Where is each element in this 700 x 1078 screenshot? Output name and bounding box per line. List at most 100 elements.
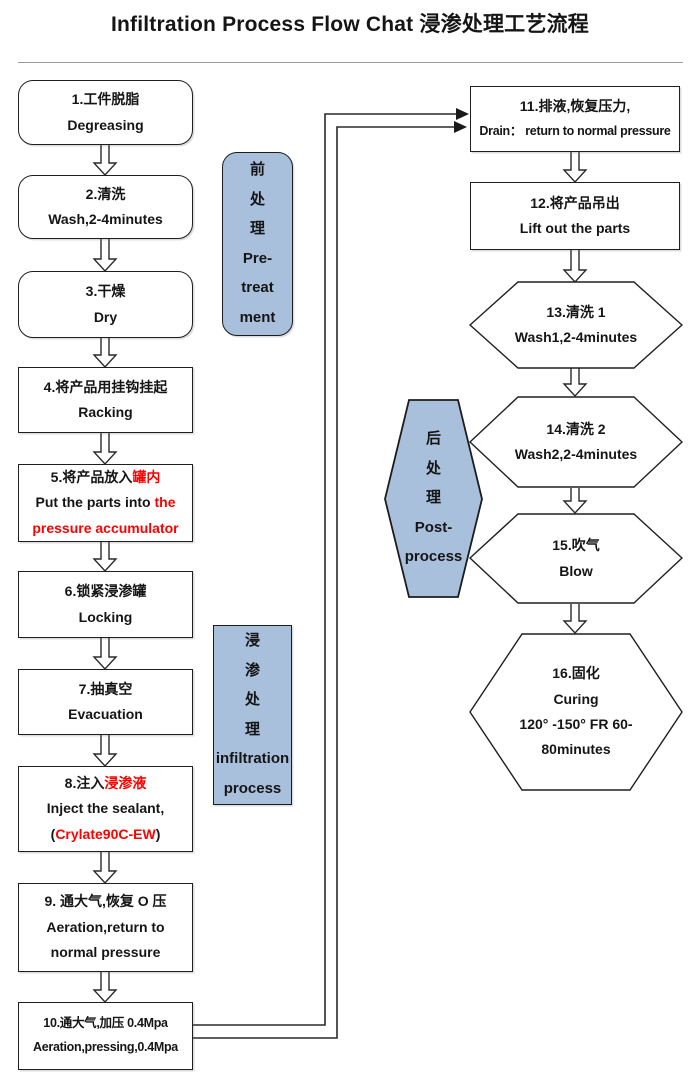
step-15-blow-hexagon: 15.吹气 Blow bbox=[469, 513, 683, 604]
text-segment: Locking bbox=[78, 608, 133, 625]
text-segment-red: pressure accumulator bbox=[32, 519, 179, 536]
title-divider-line bbox=[18, 62, 683, 63]
step-16-curing-hexagon: 16.固化 Curing 120° -150° FR 60- 80minutes bbox=[469, 633, 683, 791]
step-8-inject-box: 8.注入浸渗液 Inject the sealant, (Crylate90C-… bbox=[18, 766, 193, 852]
text-segment: 15.吹气 bbox=[552, 537, 600, 554]
step-text-line: 3.干燥 bbox=[85, 283, 126, 300]
hexagon-shape bbox=[469, 396, 683, 488]
step-text-line: Drain： return to normal pressure bbox=[479, 124, 670, 139]
text-segment: normal pressure bbox=[50, 944, 161, 961]
text-segment: 120° -150° FR 60- bbox=[519, 716, 633, 732]
text-segment: 理 bbox=[244, 720, 260, 738]
step-text-line: 11.排液,恢复压力, bbox=[520, 99, 630, 114]
text-segment: Aeration,pressing,0.4Mpa bbox=[33, 1040, 178, 1054]
step-text-line: 7.抽真空 bbox=[78, 680, 133, 697]
text-segment: Curing bbox=[553, 690, 599, 707]
stage-text-line: process bbox=[405, 549, 463, 566]
step-text-line: 5.将产品放入罐内 bbox=[50, 468, 161, 485]
text-segment: Inject the sealant, bbox=[46, 800, 165, 817]
text-segment: 10.通大气,加压 0.4Mpa bbox=[43, 1016, 168, 1031]
flow-down-arrow bbox=[92, 145, 118, 177]
step-1-degreasing-box: 1.工件脱脂 Degreasing bbox=[18, 80, 193, 145]
step-text-line: 14.清洗 2 bbox=[546, 421, 605, 437]
arrowhead-icon bbox=[456, 108, 469, 120]
hexagon-shape bbox=[469, 513, 683, 604]
step-text-line: 15.吹气 bbox=[552, 537, 600, 554]
step-text-line: 6.锁紧浸渗罐 bbox=[65, 583, 147, 599]
step-text-line: Aeration,pressing,0.4Mpa bbox=[33, 1040, 178, 1055]
step-text-line: 4.将产品用挂钩挂起 bbox=[44, 379, 168, 395]
text-segment: Wash,2-4minutes bbox=[48, 211, 163, 227]
step-text-line: Locking bbox=[78, 608, 133, 625]
text-segment: 5.将产品放入 bbox=[50, 468, 133, 485]
step-2-wash-box: 2.清洗 Wash,2-4minutes bbox=[18, 175, 193, 239]
text-segment: 9. 通大气,恢复 O 压 bbox=[44, 893, 167, 910]
text-segment: Racking bbox=[78, 404, 133, 420]
text-segment: 11.排液,恢复压力, bbox=[519, 98, 631, 115]
text-segment: 7.抽真空 bbox=[78, 680, 133, 697]
text-segment: Blow bbox=[559, 562, 593, 579]
step-9-aeration-box: 9. 通大气,恢复 O 压 Aeration,return to normal … bbox=[18, 883, 193, 972]
text-segment: process bbox=[404, 548, 463, 566]
flow-down-arrow bbox=[92, 338, 118, 369]
text-segment-red: Crylate90C-EW bbox=[55, 825, 156, 842]
flow-down-arrow bbox=[92, 735, 118, 768]
step-text-line: Degreasing bbox=[67, 116, 144, 133]
step-13-wash1-hexagon: 13.清洗 1 Wash1,2-4minutes bbox=[469, 281, 683, 369]
stage-text-line: Pre- bbox=[243, 250, 272, 268]
step-text-line: Wash1,2-4minutes bbox=[515, 329, 637, 345]
text-segment: 8.注入 bbox=[64, 774, 105, 791]
stage-text-line: ment bbox=[240, 309, 276, 327]
text-segment: Degreasing bbox=[67, 116, 144, 133]
arrowhead-icon bbox=[454, 121, 467, 133]
flow-down-arrow bbox=[92, 638, 118, 671]
step-text-line: 16.固化 bbox=[552, 666, 599, 681]
text-segment: 处 bbox=[244, 691, 260, 708]
stage-text-line: 前 bbox=[249, 161, 265, 179]
flow-down-arrow bbox=[562, 152, 588, 184]
text-segment: 理 bbox=[249, 220, 265, 237]
flow-down-arrow bbox=[562, 250, 588, 284]
step-4-racking-box: 4.将产品用挂钩挂起 Racking bbox=[18, 367, 193, 433]
step-12-lift-out-box: 12.将产品吊出 Lift out the parts bbox=[470, 182, 680, 250]
text-segment: Post- bbox=[414, 518, 453, 536]
text-segment: 1.工件脱脂 bbox=[71, 91, 140, 108]
step-text: 16.固化 Curing 120° -150° FR 60- 80minutes bbox=[469, 633, 683, 791]
flow-down-arrow bbox=[562, 604, 588, 635]
text-segment: Lift out the parts bbox=[519, 220, 631, 236]
text-segment: infiltration bbox=[215, 750, 290, 767]
step-text-line: Racking bbox=[78, 404, 133, 420]
stage-text-line: treat bbox=[241, 279, 274, 297]
stage-pre-treatment-label: 前 处 理 Pre- treat ment bbox=[222, 152, 293, 336]
step-text-line: 1.工件脱脂 bbox=[71, 91, 140, 108]
stage-text-line: 理 bbox=[426, 490, 441, 507]
step-text-line: Curing bbox=[553, 690, 599, 707]
text-segment-red: 罐内 bbox=[132, 468, 161, 485]
flow-down-arrow bbox=[92, 972, 118, 1004]
stage-infiltration-label: 浸 渗 处 理 infiltration process bbox=[213, 625, 292, 805]
flow-down-arrow bbox=[92, 239, 118, 273]
text-segment: 理 bbox=[425, 489, 441, 507]
stage-text-line: 渗 bbox=[245, 662, 260, 680]
text-segment: treat bbox=[241, 279, 274, 296]
step-text-line: pressure accumulator bbox=[32, 519, 179, 536]
text-segment: 处 bbox=[249, 190, 265, 208]
step-text-line: Lift out the parts bbox=[519, 220, 631, 236]
stage-text-line: 处 bbox=[426, 460, 441, 478]
stage-post-process-hexagon: 后 处 理 Post- process bbox=[384, 399, 483, 598]
text-segment: 3.干燥 bbox=[85, 283, 126, 300]
hexagon-shape bbox=[384, 399, 483, 598]
text-segment: 前 bbox=[249, 161, 265, 178]
text-segment: Put the parts into bbox=[35, 494, 155, 511]
stage-text-line: 浸 bbox=[245, 632, 260, 650]
step-text-line: Aeration,return to bbox=[46, 919, 164, 935]
step-text-line: 13.清洗 1 bbox=[546, 304, 605, 320]
text-segment: 16.固化 bbox=[552, 665, 600, 682]
text-segment: Dry bbox=[93, 308, 118, 325]
flow-down-arrow bbox=[92, 852, 118, 885]
step-text-line: 12.将产品吊出 bbox=[530, 195, 619, 211]
hexagon-shape bbox=[469, 633, 683, 791]
flow-down-arrow bbox=[92, 433, 118, 466]
step-text-line: 120° -150° FR 60- bbox=[519, 716, 633, 732]
